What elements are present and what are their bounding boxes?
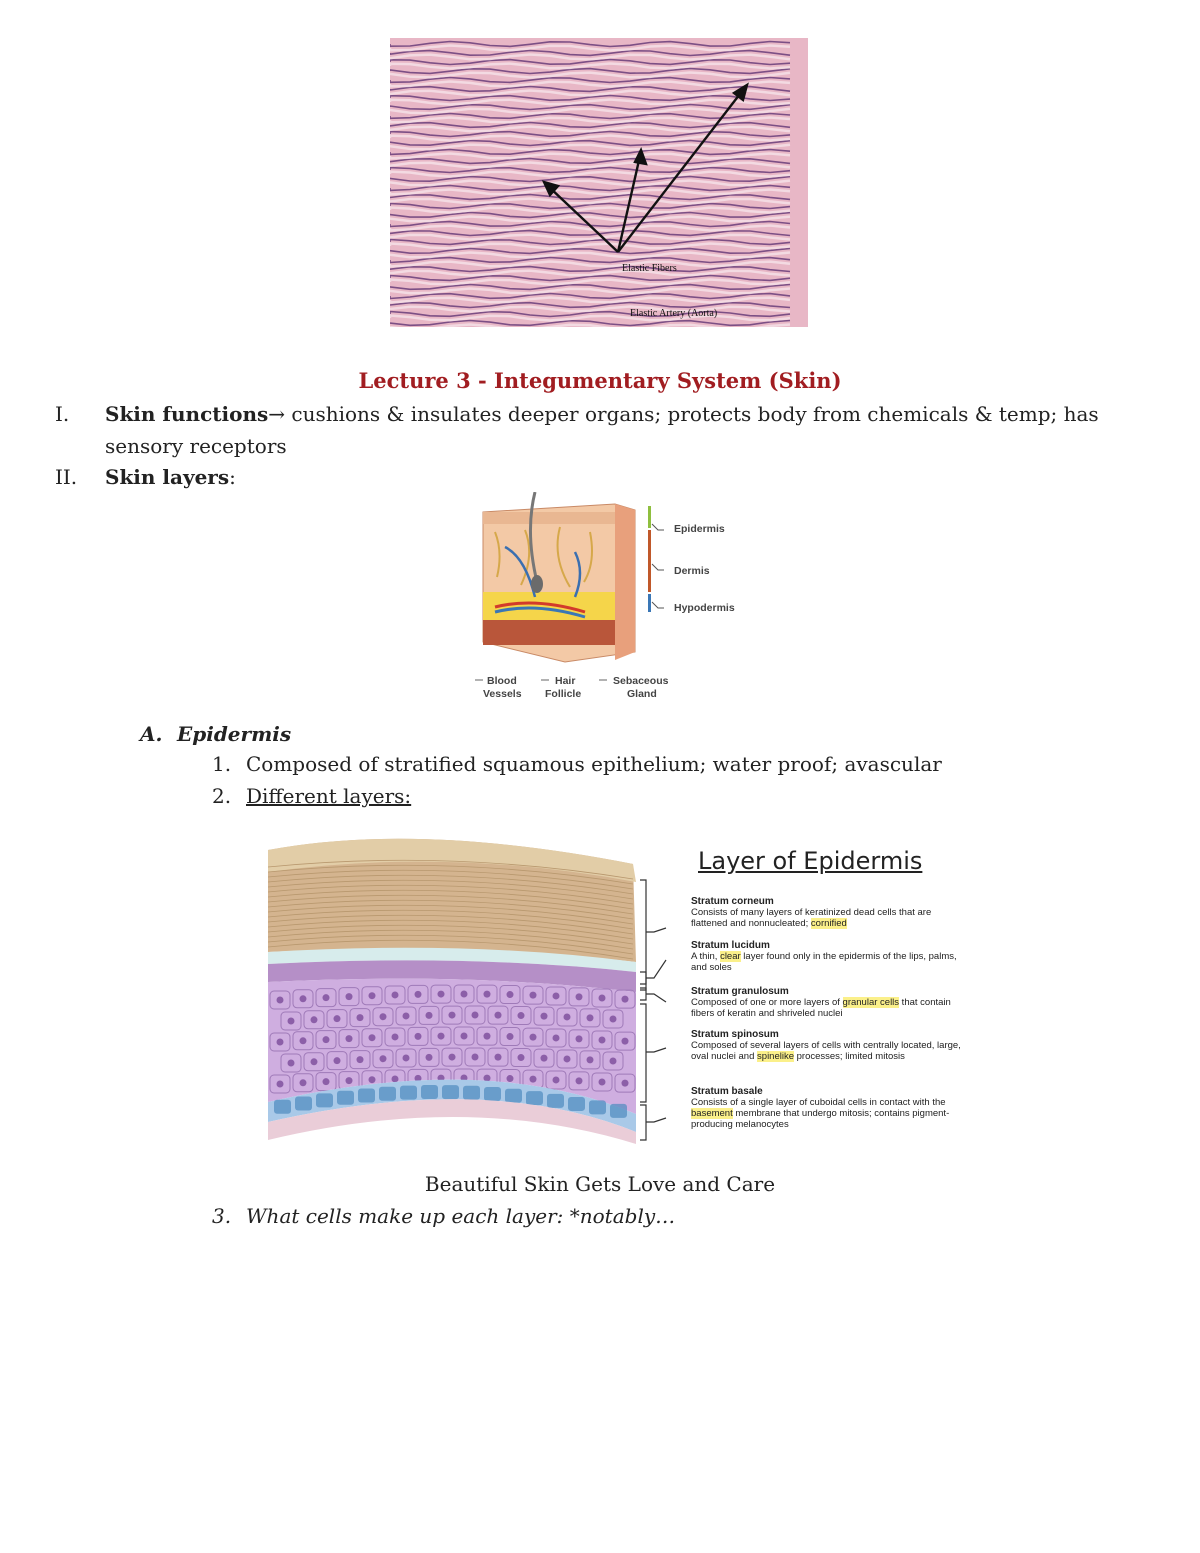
layer-desc: Consists of many layers of keratinized d… [691, 907, 932, 929]
hypodermis-label: Hypodermis [674, 602, 735, 614]
outline-text: : [229, 465, 236, 489]
section-a-text: Epidermis [177, 722, 292, 746]
layer-name: Stratum lucidum [691, 940, 770, 951]
elastic-artery-caption: Elastic Artery (Aorta) [630, 308, 717, 319]
layer-name: Stratum basale [691, 1086, 763, 1097]
layer-highlight: spinelike [757, 1051, 794, 1062]
outline-body: Skin layers: [105, 461, 1165, 493]
epidermis-figure-title: Layer of Epidermis [698, 847, 923, 875]
list-text: Composed of stratified squamous epitheli… [246, 752, 942, 776]
skin-layers-figure: Epidermis Dermis Hypodermis Blood Vessel… [465, 491, 755, 704]
sebaceous-gland-label-1: Sebaceous [613, 675, 669, 687]
layer-name: Stratum spinosum [691, 1029, 779, 1040]
elastic-fibers-label: Elastic Fibers [622, 263, 677, 274]
layer-stratum-basale: Stratum basale Consists of a single laye… [691, 1086, 961, 1130]
list-text: What cells make up each layer: *notably… [246, 1204, 676, 1228]
epidermis-layers-figure [267, 822, 948, 1152]
layer-desc: Consists of a single layer of cuboidal c… [691, 1097, 946, 1108]
layer-highlight: granular cells [842, 997, 900, 1008]
epidermis-layers-image [267, 838, 667, 1144]
layer-stratum-lucidum: Stratum lucidum A thin, clear layer foun… [691, 940, 961, 973]
lecture-title: Lecture 3 - Integumentary System (Skin) [358, 368, 842, 393]
list-text: Different layers: [246, 784, 412, 808]
layer-desc: A thin, [691, 951, 721, 962]
sebaceous-gland-label-2: Gland [627, 688, 657, 700]
blood-vessels-label-2: Vessels [483, 688, 522, 700]
elastic-artery-figure: Elastic Fibers Elastic Artery (Aorta) [390, 38, 808, 327]
elastic-artery-image: Elastic Fibers Elastic Artery (Aorta) [390, 38, 808, 327]
outline-body: Skin functions→ cushions & insulates dee… [105, 398, 1165, 462]
outline-text: cushions & insulates deeper organs; prot… [105, 402, 1099, 458]
dermis-bar [648, 530, 651, 592]
mnemonic-line: Beautiful Skin Gets Love and Care [424, 1172, 776, 1196]
layer-desc-post: membrane that undergo mitosis; contains … [691, 1108, 950, 1130]
hypodermis-bar [648, 594, 651, 612]
hair-follicle-label-1: Hair [555, 675, 575, 687]
layer-name: Stratum corneum [691, 896, 774, 907]
outline-heading: Skin functions [105, 402, 269, 426]
outline-numeral: II. [55, 465, 78, 489]
layer-desc-post: that contain fibers of keratin and shriv… [691, 997, 951, 1019]
layer-highlight: basement [691, 1108, 733, 1119]
layer-desc: Composed of one or more layers of [691, 997, 843, 1008]
dermis-label: Dermis [674, 565, 710, 577]
blood-vessels-label-1: Blood [487, 675, 517, 687]
arrow-glyph: → [268, 402, 286, 426]
epidermis-label: Epidermis [674, 523, 725, 535]
layer-highlight: cornified [810, 918, 847, 929]
skin-layers-image: Epidermis Dermis Hypodermis Blood Vessel… [475, 491, 735, 700]
outline-numeral: I. [55, 402, 70, 426]
layer-stratum-spinosum: Stratum spinosum Composed of several lay… [691, 1029, 961, 1062]
list-number: 2. [212, 784, 232, 808]
layer-desc: Composed of several layers of cells with… [691, 1040, 961, 1062]
list-number: 1. [212, 752, 232, 776]
layer-name: Stratum granulosum [691, 986, 789, 997]
section-a-label: A. [140, 722, 163, 746]
outline-heading: Skin layers [105, 465, 230, 489]
hair-follicle-label-2: Follicle [545, 688, 581, 700]
layer-desc-post: layer found only in the epidermis of the… [691, 951, 957, 973]
layer-stratum-corneum: Stratum corneum Consists of many layers … [691, 896, 961, 929]
list-number: 3. [212, 1204, 232, 1228]
layer-stratum-granulosum: Stratum granulosum Composed of one or mo… [691, 986, 961, 1019]
epidermis-bar [648, 506, 651, 528]
layer-desc-post: processes; limited mitosis [794, 1051, 905, 1062]
layer-highlight: clear [720, 951, 741, 962]
